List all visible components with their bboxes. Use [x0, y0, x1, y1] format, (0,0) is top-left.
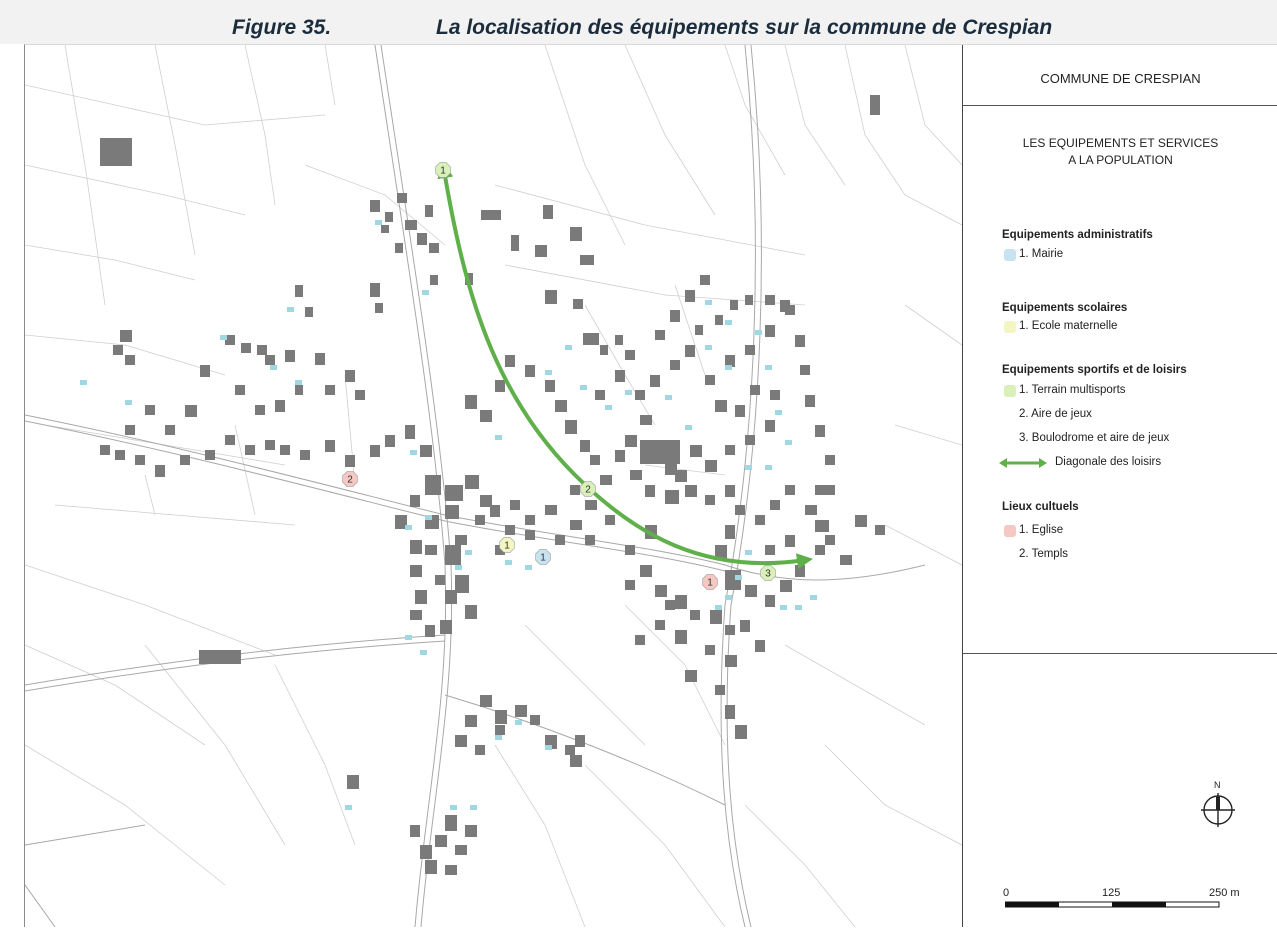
figure-title: La localisation des équipements sur la c…: [436, 16, 1053, 39]
map-area[interactable]: 1 2 3 1 1 1 2: [24, 44, 963, 928]
equipment-marker-label: 2: [347, 475, 353, 486]
north-label: N: [1214, 780, 1221, 790]
equipment-marker-admin[interactable]: 1: [535, 549, 551, 565]
legend-item-diagonale: Diagonale des loisirs: [1055, 456, 1162, 468]
legend-commune-name: COMMUNE DE CRESPIAN: [1040, 71, 1201, 86]
equipment-markers: 1 2 3 1 1 1 2: [342, 162, 776, 590]
leisure-diagonal-arrow: [437, 162, 813, 570]
legend-swatch-sport: [1004, 385, 1016, 397]
scale-label-250: 250 m: [1209, 887, 1240, 899]
equipment-marker-sport[interactable]: 2: [580, 481, 596, 497]
scale-label-0: 0: [1003, 887, 1010, 899]
north-arrow-icon: [1201, 793, 1235, 827]
equipment-marker-sport[interactable]: 1: [435, 162, 451, 178]
legend-item-mairie: 1. Mairie: [1019, 248, 1064, 260]
legend-item-templs: 2. Templs: [1019, 548, 1069, 560]
legend-item-aire-de-jeux: 2. Aire de jeux: [1019, 408, 1092, 420]
scale-label-125: 125: [1102, 887, 1121, 899]
legend-subtitle-line1: LES EQUIPEMENTS ET SERVICES: [1022, 136, 1219, 150]
legend-heading-worship: Lieux cultuels: [1002, 501, 1079, 513]
legend-panel: COMMUNE DE CRESPIAN LES EQUIPEMENTS ET S…: [962, 45, 1277, 927]
equipment-marker-sport[interactable]: 3: [760, 565, 776, 581]
equipment-marker-label: 1: [440, 166, 446, 177]
legend-item-terrain: 1. Terrain multisports: [1019, 384, 1126, 396]
legend-arrow-icon: [999, 458, 1047, 468]
legend-subtitle-line2: A LA POPULATION: [1068, 153, 1173, 167]
equipment-marker-label: 3: [765, 569, 771, 580]
legend-item-eglise: 1. Eglise: [1019, 524, 1064, 536]
equipment-marker-label: 1: [504, 541, 510, 552]
legend-heading-admin: Equipements administratifs: [1002, 229, 1153, 241]
legend-divider: [963, 105, 1277, 106]
figure-title-bar: Figure 35. La localisation des équipemen…: [0, 0, 1277, 44]
legend-divider-bottom: [963, 653, 1277, 654]
equipment-marker-worship[interactable]: 2: [342, 471, 358, 487]
legend-item-boulodrome: 3. Boulodrome et aire de jeux: [1019, 432, 1170, 444]
scale-bar: [1005, 901, 1220, 908]
equipment-marker-school[interactable]: 1: [499, 537, 515, 553]
legend-heading-school: Equipements scolaires: [1002, 302, 1128, 314]
equipment-marker-worship[interactable]: 1: [702, 574, 718, 590]
legend-heading-sport: Equipements sportifs et de loisirs: [1002, 364, 1187, 376]
cadastral-map[interactable]: 1 2 3 1 1 1 2: [24, 44, 963, 928]
legend-swatch-worship: [1004, 525, 1016, 537]
legend-swatch-school: [1004, 321, 1016, 333]
map-frame: [24, 44, 1277, 927]
legend-item-ecole: 1. Ecole maternelle: [1019, 320, 1118, 332]
equipment-marker-label: 1: [540, 553, 546, 564]
figure-number: Figure 35.: [232, 16, 332, 39]
equipment-marker-label: 1: [707, 578, 713, 589]
legend-swatch-admin: [1004, 249, 1016, 261]
equipment-marker-label: 2: [585, 485, 591, 496]
